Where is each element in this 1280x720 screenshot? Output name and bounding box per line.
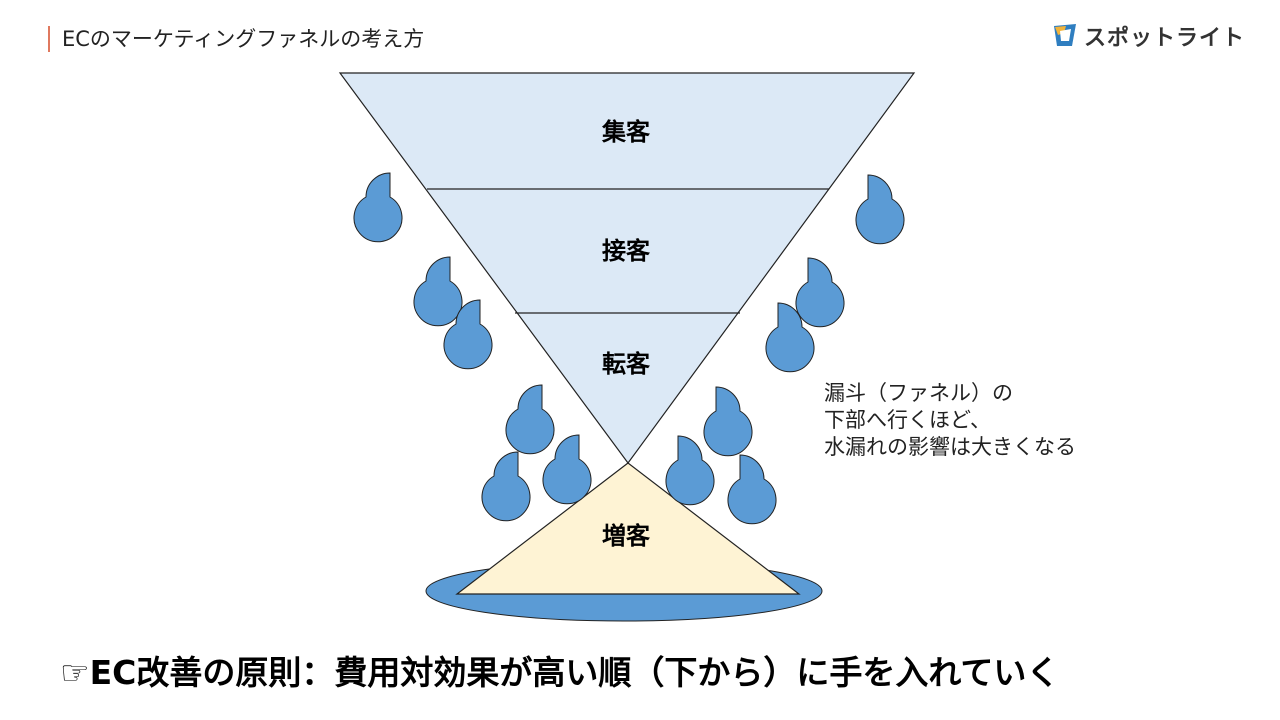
drop-icon — [855, 174, 905, 245]
principle-text: EC改善の原則：費用対効果が高い順（下から）に手を入れていく — [89, 653, 1060, 692]
note-line: 漏斗（ファネル）の — [824, 381, 1013, 405]
page-title: ECのマーケティングファネルの考え方 — [48, 26, 424, 52]
note-line: 下部へ行くほど、 — [824, 408, 991, 432]
funnel-triangle — [338, 72, 916, 465]
principle-statement: ☞EC改善の原則：費用対効果が高い順（下から）に手を入れていく — [60, 646, 1059, 694]
stage-label-increase: 増客 — [602, 522, 651, 550]
drop-icon — [795, 257, 845, 328]
result-triangle — [455, 462, 801, 595]
pointing-hand-icon: ☞ — [60, 653, 90, 692]
drop-icon — [542, 434, 592, 505]
stage-label-attract: 集客 — [601, 118, 651, 146]
drop-icon — [727, 454, 777, 525]
drop-icon — [703, 386, 753, 457]
spotlight-logo-icon — [1054, 24, 1076, 46]
drop-icon — [353, 172, 403, 243]
logo: スポットライト — [1052, 20, 1245, 52]
drop-icon — [505, 384, 555, 455]
note-line: 水漏れの影響は大きくなる — [824, 435, 1076, 459]
drop-icon — [481, 451, 531, 522]
stage-label-convert: 転客 — [602, 350, 651, 378]
funnel-note: 漏斗（ファネル）の 下部へ行くほど、 水漏れの影響は大きくなる — [824, 380, 1076, 461]
drop-icon — [665, 435, 715, 506]
stage-label-engage: 接客 — [602, 237, 651, 265]
logo-text: スポットライト — [1084, 26, 1246, 51]
drop-icon — [413, 256, 463, 327]
